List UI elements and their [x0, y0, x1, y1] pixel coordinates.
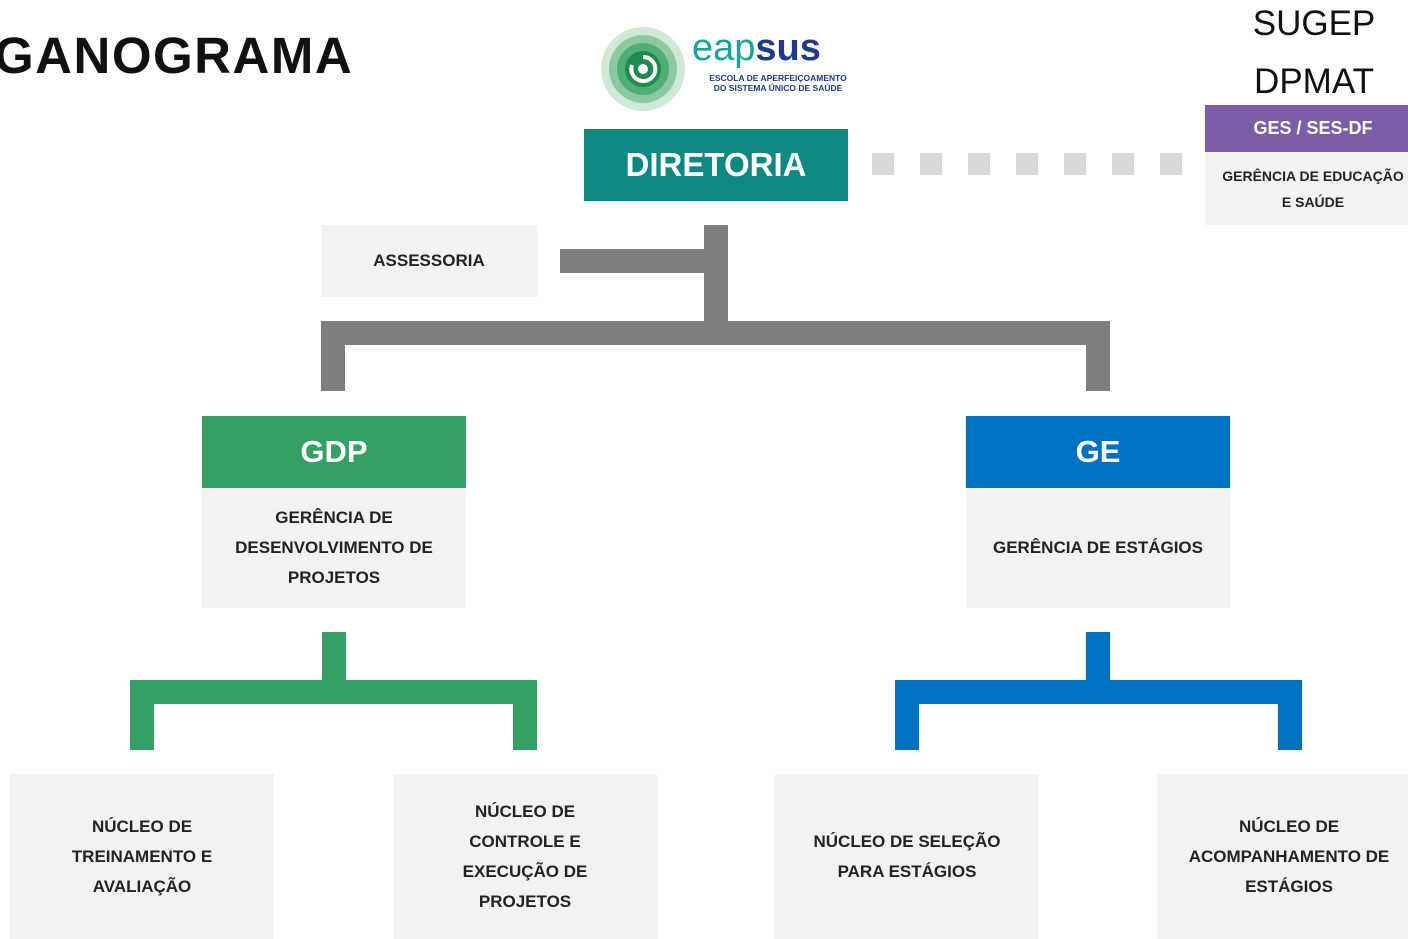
- nucleo-treinamento-box: NÚCLEO DE TREINAMENTO E AVALIAÇÃO: [10, 774, 274, 939]
- logo-subtitle: ESCOLA DE APERFEIÇOAMENTO DO SISTEMA ÚNI…: [709, 73, 847, 93]
- dashed-connector: [1160, 153, 1182, 175]
- connector-line: [1086, 632, 1110, 680]
- connector-line: [321, 321, 1110, 345]
- dashed-connector: [1016, 153, 1038, 175]
- logo-wordmark: eapsus: [692, 27, 821, 69]
- dashed-connector: [968, 153, 990, 175]
- connector-line: [513, 680, 537, 750]
- connector-line: [895, 680, 1302, 704]
- dashed-connector: [1064, 153, 1086, 175]
- dpmat-label: DPMAT: [1254, 62, 1374, 101]
- diretoria-box: DIRETORIA: [584, 129, 848, 201]
- nucleo-selecao-box: NÚCLEO DE SELEÇÃO PARA ESTÁGIOS: [775, 774, 1039, 939]
- eapsus-logo-icon: [601, 27, 685, 111]
- connector-line: [322, 632, 346, 680]
- ge-description: GERÊNCIA DE ESTÁGIOS: [966, 488, 1230, 608]
- connector-line: [130, 680, 537, 704]
- connector-line: [895, 680, 919, 750]
- dashed-connector: [920, 153, 942, 175]
- connector-line: [1086, 321, 1110, 391]
- ge-header: GE: [966, 416, 1230, 488]
- connector-line: [321, 321, 345, 391]
- connector-line: [560, 249, 728, 273]
- assessoria-box: ASSESSORIA: [321, 225, 537, 297]
- ges-header: GES / SES-DF: [1205, 105, 1408, 152]
- dashed-connector: [1112, 153, 1134, 175]
- dashed-connector: [872, 153, 894, 175]
- gdp-description: GERÊNCIA DE DESENVOLVIMENTO DE PROJETOS: [202, 488, 466, 608]
- sugep-label: SUGEP: [1252, 4, 1376, 43]
- connector-line: [704, 225, 728, 321]
- ges-description: GERÊNCIA DE EDUCAÇÃO E SAÚDE: [1205, 152, 1408, 225]
- nucleo-controle-box: NÚCLEO DE CONTROLE E EXECUÇÃO DE PROJETO…: [393, 774, 657, 939]
- gdp-header: GDP: [202, 416, 466, 488]
- connector-line: [1278, 680, 1302, 750]
- nucleo-acompanhamento-box: NÚCLEO DE ACOMPANHAMENTO DE ESTÁGIOS: [1157, 774, 1408, 939]
- page-title: GANOGRAMA: [0, 27, 354, 84]
- connector-line: [130, 680, 154, 750]
